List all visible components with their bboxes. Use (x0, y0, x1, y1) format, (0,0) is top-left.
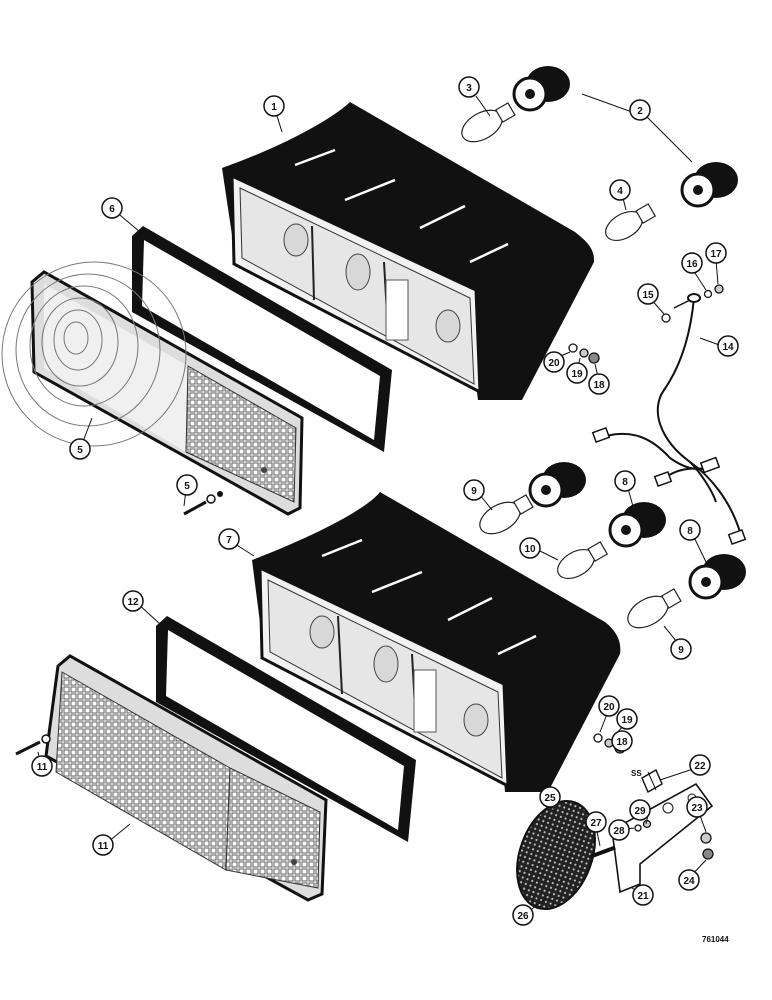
svg-text:19: 19 (621, 715, 633, 726)
callout-25: 25 (539, 786, 561, 808)
svg-text:9: 9 (471, 486, 477, 497)
callout-15: 15 (637, 283, 659, 305)
callout-1: 1 (263, 95, 285, 117)
wire-connector (591, 426, 747, 546)
callout-14: 14 (717, 335, 739, 357)
callout-4: 4 (609, 179, 631, 201)
svg-text:15: 15 (642, 290, 654, 301)
svg-text:11: 11 (37, 762, 48, 773)
svg-text:21: 21 (637, 891, 649, 902)
svg-text:23: 23 (691, 803, 703, 814)
svg-text:7: 7 (226, 535, 232, 546)
callout-26: 26 (512, 904, 534, 926)
wiring-harness (605, 297, 741, 533)
callout-2: 2 (629, 99, 651, 121)
svg-text:24: 24 (683, 876, 695, 887)
svg-text:25: 25 (544, 793, 556, 804)
drawing-number: 761044 (702, 935, 729, 944)
callout-11: 11 (31, 755, 53, 777)
callout-6: 6 (101, 197, 123, 219)
svg-text:1: 1 (271, 102, 277, 113)
callout-10: 10 (519, 537, 541, 559)
reflector-mount-hardware (634, 819, 652, 832)
upper-lens (1, 261, 304, 516)
callout-27: 27 (585, 811, 607, 833)
bracket-bolt: SS (631, 769, 663, 793)
svg-text:28: 28 (613, 826, 625, 837)
svg-text:29: 29 (634, 806, 646, 817)
upper-gasket (132, 226, 392, 452)
svg-text:8: 8 (622, 477, 628, 488)
svg-text:3: 3 (466, 83, 472, 94)
svg-text:19: 19 (571, 369, 583, 380)
svg-text:9: 9 (678, 645, 684, 656)
bolt-marking: SS (631, 769, 642, 778)
lower-lens (44, 654, 328, 902)
callout-23: 23 (686, 796, 708, 818)
reflector (516, 799, 616, 911)
svg-text:6: 6 (109, 204, 115, 215)
callout-12: 12 (122, 590, 144, 612)
svg-text:16: 16 (686, 259, 698, 270)
callout-22: 22 (689, 754, 711, 776)
lens-screw-lower (15, 734, 51, 756)
callout-20: 20 (543, 351, 565, 373)
upper-lamp-housing (222, 102, 595, 400)
callout-17: 17 (705, 242, 727, 264)
svg-text:20: 20 (548, 358, 560, 369)
callout-8: 8 (679, 519, 701, 541)
callout-29: 29 (629, 799, 651, 821)
svg-text:12: 12 (127, 597, 139, 608)
svg-text:17: 17 (710, 249, 722, 260)
callout-9: 9 (670, 638, 692, 660)
callout-18: 18 (611, 730, 633, 752)
callout-28: 28 (608, 819, 630, 841)
svg-text:2: 2 (637, 106, 643, 117)
callout-16: 16 (681, 252, 703, 274)
ring-terminal (673, 293, 701, 309)
callout-19: 19 (616, 708, 638, 730)
callout-8: 8 (614, 470, 636, 492)
svg-text:14: 14 (722, 342, 734, 353)
svg-text:20: 20 (603, 702, 615, 713)
svg-text:18: 18 (616, 737, 628, 748)
callout-5: 5 (69, 438, 91, 460)
bulb (461, 102, 682, 629)
svg-text:26: 26 (517, 911, 529, 922)
svg-text:18: 18 (593, 380, 605, 391)
bulb-socket (512, 66, 746, 600)
svg-text:5: 5 (184, 481, 190, 492)
callout-11: 11 (92, 834, 114, 856)
callout-3: 3 (458, 76, 480, 98)
callout-20: 20 (598, 695, 620, 717)
svg-text:10: 10 (524, 544, 536, 555)
callout-24: 24 (678, 869, 700, 891)
lower-gasket (156, 616, 416, 842)
svg-text:4: 4 (617, 186, 623, 197)
lower-lamp-housing (252, 492, 621, 792)
hardware-nut (568, 284, 724, 860)
lens-screw-upper (183, 491, 223, 516)
svg-text:11: 11 (98, 841, 109, 852)
svg-text:8: 8 (687, 526, 693, 537)
callout-21: 21 (632, 884, 654, 906)
callout-7: 7 (218, 528, 240, 550)
callout-9: 9 (463, 479, 485, 501)
svg-text:5: 5 (77, 445, 83, 456)
callout-18: 18 (588, 373, 610, 395)
svg-text:22: 22 (694, 761, 706, 772)
callout-19: 19 (566, 362, 588, 384)
svg-text:27: 27 (590, 818, 602, 829)
callout-5: 5 (176, 474, 198, 496)
